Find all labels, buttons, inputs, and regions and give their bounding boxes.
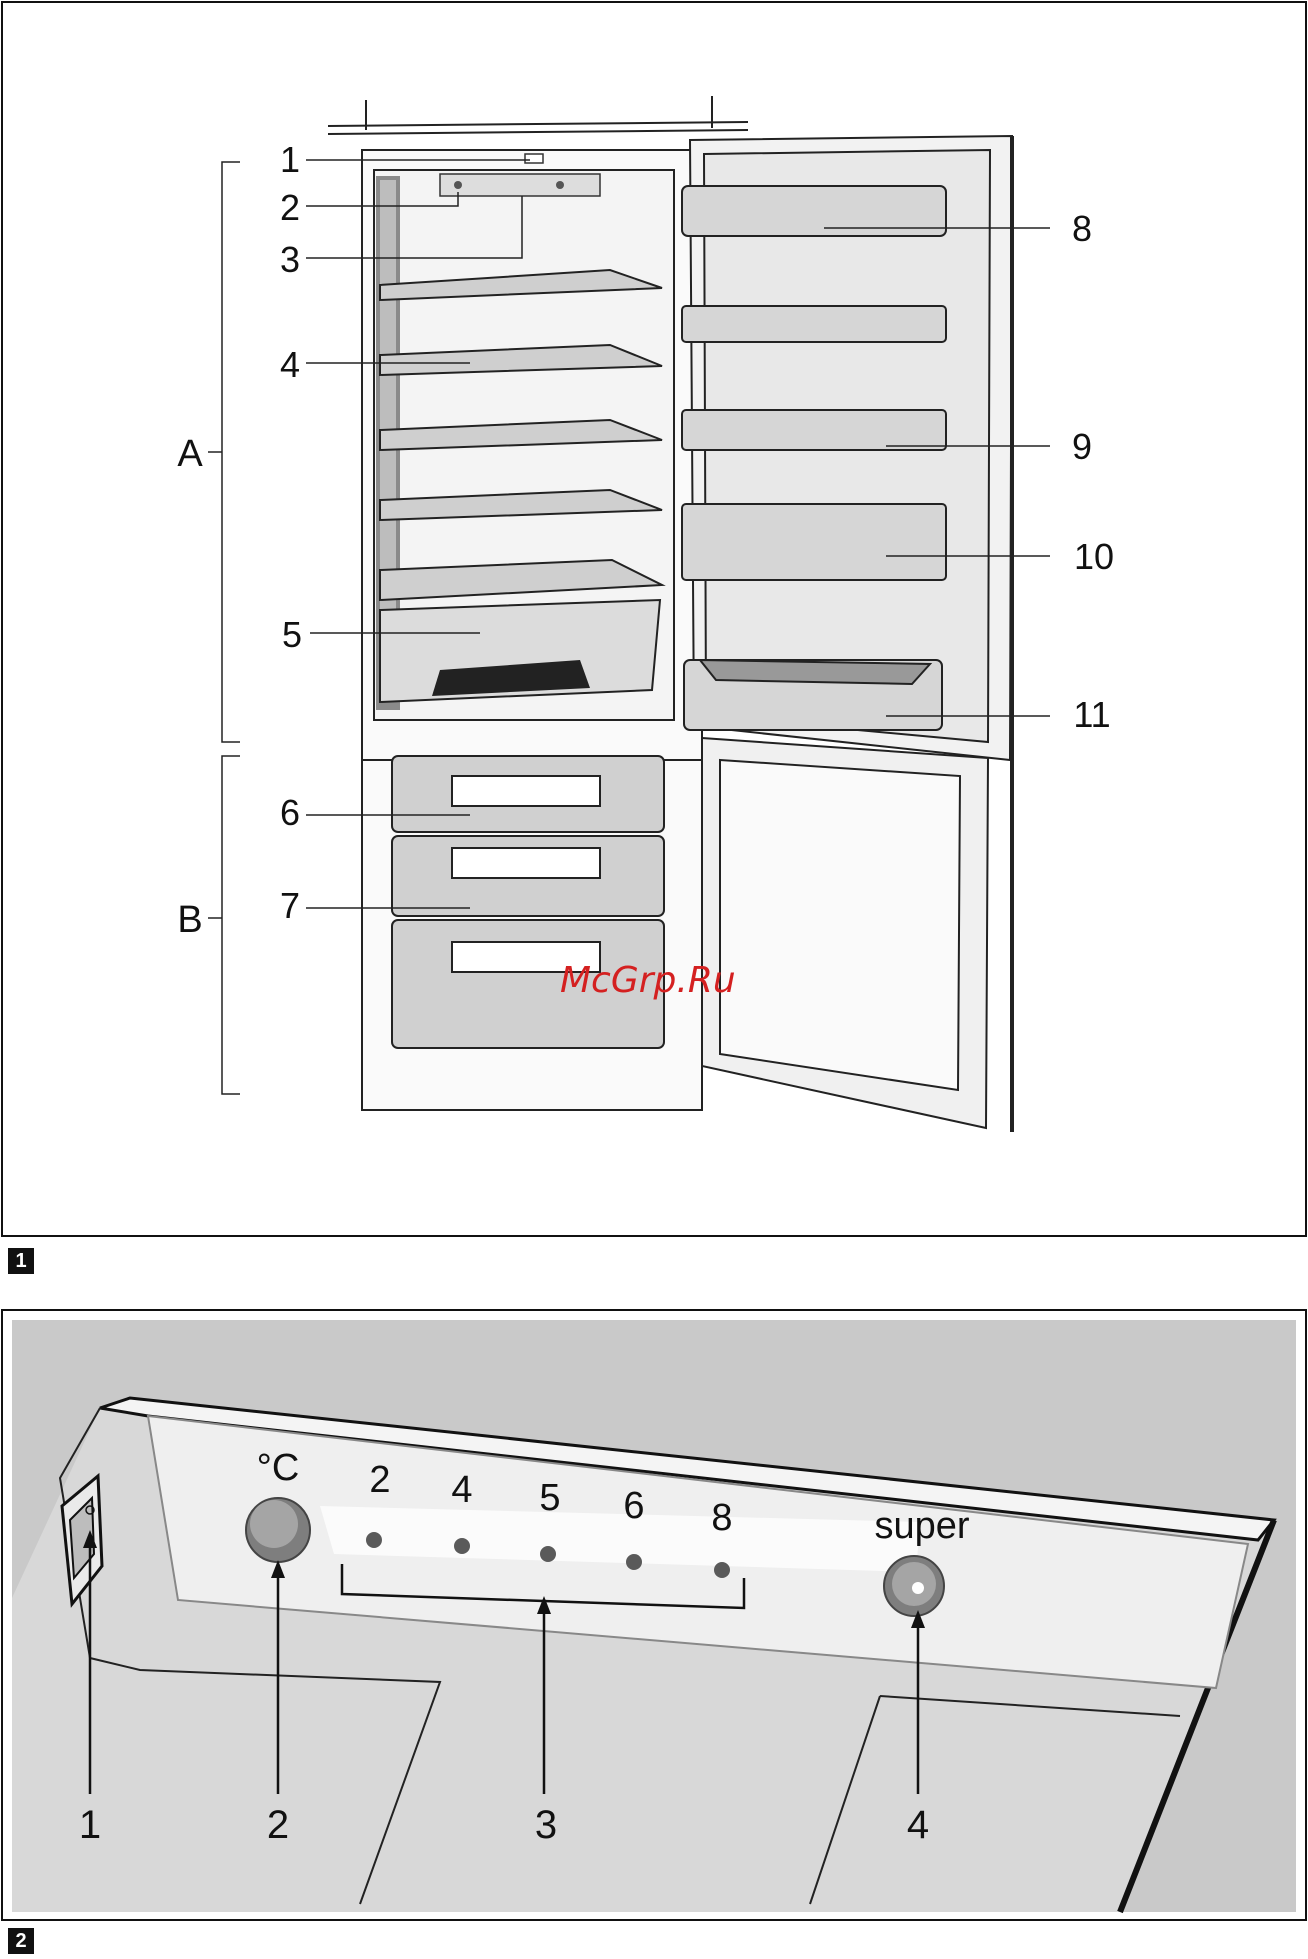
callout-6: 6 (280, 792, 300, 833)
figure-1: 1 2 3 4 5 6 7 8 9 10 11 A B McGrp.Ru (0, 0, 1308, 1240)
figure-2: °C 2 4 5 6 8 super 1 2 3 4 (0, 1308, 1308, 1924)
callout-2: 2 (280, 187, 300, 228)
group-label-b: B (177, 899, 202, 941)
scale-label-5: 5 (539, 1477, 560, 1519)
callout-7: 7 (280, 885, 300, 926)
vegetable-drawer (380, 600, 660, 702)
callout-4: 4 (280, 344, 300, 385)
scale-label-6: 6 (623, 1485, 644, 1527)
callout-8: 8 (1072, 208, 1092, 249)
control-panel-diagram: °C 2 4 5 6 8 super 1 2 3 4 (0, 1308, 1308, 1924)
callout-11: 11 (1073, 694, 1110, 735)
panel-callout-2: 2 (267, 1803, 289, 1847)
led-2 (366, 1532, 382, 1548)
led-4 (454, 1538, 470, 1554)
led-6 (626, 1554, 642, 1570)
scale-label-2: 2 (369, 1459, 390, 1501)
scale-label-4: 4 (451, 1469, 472, 1511)
super-label: super (874, 1505, 969, 1547)
scale-label-8: 8 (711, 1497, 732, 1539)
led-5 (540, 1546, 556, 1562)
temperature-button[interactable] (246, 1498, 310, 1562)
figure-1-number: 1 (8, 1248, 34, 1274)
panel-callout-3: 3 (535, 1803, 557, 1847)
fridge-diagram: 1 2 3 4 5 6 7 8 9 10 11 A B McGrp.Ru (0, 0, 1308, 1240)
freezer-door (702, 738, 1012, 1132)
callout-10: 10 (1074, 536, 1114, 577)
callout-9: 9 (1072, 426, 1092, 467)
panel-callout-4: 4 (907, 1803, 929, 1847)
figure-2-number: 2 (8, 1928, 34, 1954)
super-button[interactable] (884, 1556, 944, 1616)
callout-3: 3 (280, 239, 300, 280)
freezer-drawers (392, 756, 664, 1048)
unit-label: °C (257, 1447, 300, 1489)
led-8 (714, 1562, 730, 1578)
callout-1: 1 (280, 139, 300, 180)
panel-callout-1: 1 (79, 1803, 101, 1847)
group-label-a: A (177, 433, 203, 475)
watermark-text: McGrp.Ru (560, 960, 736, 1001)
callout-5: 5 (282, 614, 302, 655)
